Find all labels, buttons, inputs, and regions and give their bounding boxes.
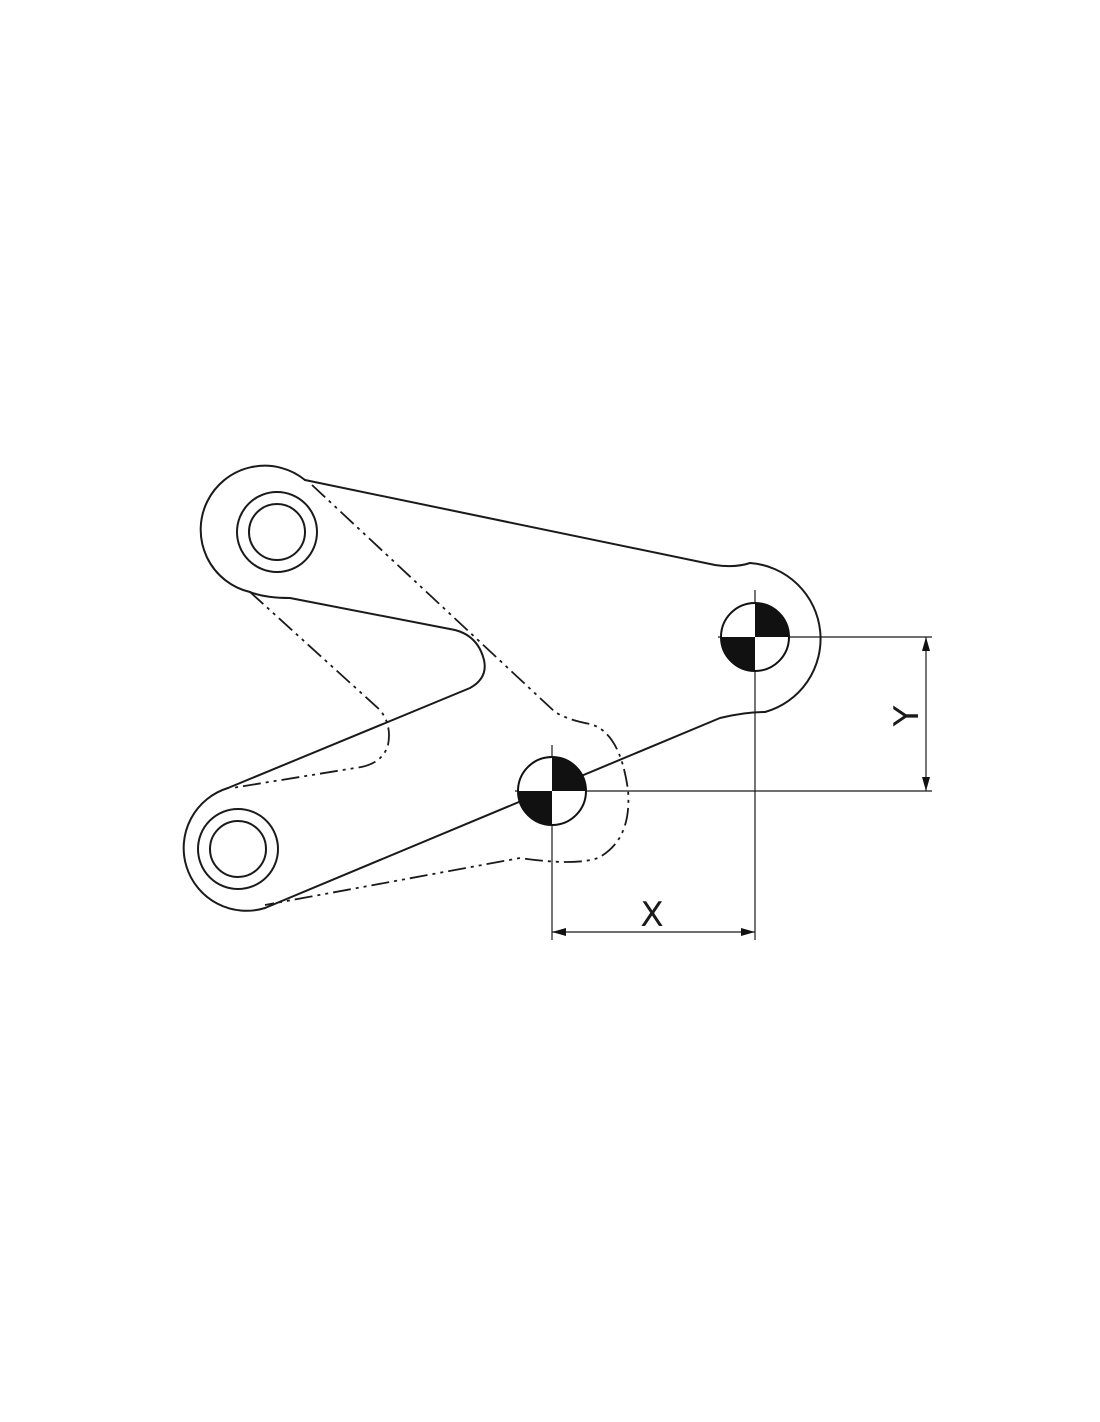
center-of-gravity-icon (755, 603, 789, 637)
phantom-outline (231, 484, 630, 906)
dimension-y: Y (887, 637, 930, 791)
upper-bushing (236, 491, 318, 573)
dimension-y-label: Y (887, 705, 927, 727)
dimension-x: X (552, 895, 755, 936)
dimension-x-label: X (640, 895, 663, 935)
part-outline (182, 464, 822, 912)
cg-marker-right (718, 590, 932, 940)
cg-marker-lower (515, 745, 932, 940)
center-of-gravity-icon (552, 757, 586, 791)
lower-bushing (197, 808, 279, 890)
